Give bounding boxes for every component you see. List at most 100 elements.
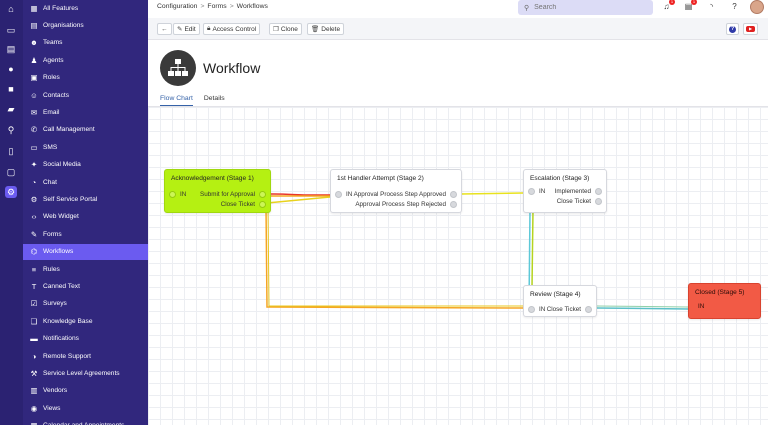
input-port[interactable] — [169, 191, 176, 198]
stage-title: Acknowledgement (Stage 1) — [171, 175, 254, 182]
stage-output[interactable]: Approval Process Step Approved — [354, 190, 457, 199]
document-icon[interactable]: ▯ — [8, 145, 14, 156]
workflow-stage-node[interactable]: Acknowledgement (Stage 1) IN Submit for Ap… — [164, 169, 271, 213]
input-port[interactable] — [528, 188, 535, 195]
edit-button[interactable]: ✎Edit — [173, 23, 200, 35]
output-port[interactable] — [595, 198, 602, 205]
sidebar-item-organisations[interactable]: ▤Organisations — [23, 17, 148, 33]
monitor-icon[interactable]: ▭ — [6, 24, 16, 35]
breadcrumb-item[interactable]: Forms — [207, 3, 227, 10]
stage-output[interactable]: Approval Process Step Rejected — [355, 200, 457, 209]
settings-icon[interactable]: ⚙ — [5, 186, 17, 198]
sidebar-item-notifications[interactable]: ▬Notifications — [23, 331, 148, 347]
stage-output[interactable]: Close Ticket — [557, 197, 602, 206]
stage-title: 1st Handler Attempt (Stage 2) — [337, 175, 424, 182]
sidebar-item-teams[interactable]: ☻Teams — [23, 35, 148, 51]
user-icon[interactable]: ● — [8, 64, 14, 74]
access-control-button[interactable]: 🔒︎Access Control — [203, 23, 261, 35]
output-port[interactable] — [450, 191, 457, 198]
delete-button[interactable]: 🗑︎Delete — [307, 23, 345, 35]
clone-button[interactable]: ❐Clone — [269, 23, 302, 35]
youtube-button[interactable]: ▶ — [743, 23, 758, 35]
delete-label: Delete — [321, 25, 341, 33]
sidebar-item-email[interactable]: ✉Email — [23, 104, 148, 120]
sidebar-item-social-media[interactable]: ✦Social Media — [23, 157, 148, 173]
stage-input[interactable]: IN — [169, 190, 186, 199]
bell-icon[interactable]: ♫1 — [663, 0, 675, 11]
output-port[interactable] — [259, 191, 266, 198]
clipboard-icon[interactable]: ▤1 — [684, 0, 697, 11]
input-port[interactable] — [528, 306, 535, 313]
sidebar-item-label: Surveys — [43, 300, 67, 308]
output-port[interactable] — [595, 188, 602, 195]
sidebar-item-label: Notifications — [43, 335, 79, 343]
help-button[interactable]: ? — [726, 23, 739, 35]
stage-input[interactable]: IN — [335, 190, 352, 199]
connection-line — [266, 196, 331, 204]
sidebar-item-surveys[interactable]: ☑Surveys — [23, 296, 148, 312]
output-port[interactable] — [585, 306, 592, 313]
sidebar-item-agents[interactable]: ♟Agents — [23, 52, 148, 68]
output-port[interactable] — [450, 201, 457, 208]
sidebar-item-rules[interactable]: ≡Rules — [23, 261, 148, 277]
sidebar-item-chat[interactable]: ◔Chat — [23, 174, 148, 190]
connection-line — [265, 206, 524, 309]
stage-output[interactable]: Close Ticket — [547, 305, 592, 314]
search-icon[interactable]: ⚲ — [7, 124, 15, 135]
stage-output[interactable]: Implemented — [555, 187, 602, 196]
inbox-icon[interactable]: ▤ — [6, 43, 16, 54]
help-bulb-icon[interactable]: ? — [732, 2, 737, 11]
sidebar-item-views[interactable]: ◉Views — [23, 400, 148, 416]
sidebar-item-label: Self Service Portal — [43, 195, 98, 203]
stage-input[interactable]: IN — [528, 305, 545, 314]
search-input[interactable] — [534, 4, 635, 11]
input-port[interactable] — [335, 191, 342, 198]
folder-icon[interactable]: ▰ — [7, 103, 15, 114]
flow-chart-canvas[interactable]: Acknowledgement (Stage 1) IN Submit for Ap… — [148, 106, 768, 425]
task-badge: 1 — [691, 0, 697, 5]
sidebar-item-calendar-and-appointments[interactable]: ▦Calendar and Appointments — [23, 418, 148, 425]
sidebar-item-all-features[interactable]: ▦All Features — [23, 0, 148, 16]
input-label: IN — [539, 306, 546, 313]
sidebar-item-contacts[interactable]: ☺Contacts — [23, 87, 148, 103]
book-icon: ❑ — [30, 316, 38, 326]
workflow-stage-node[interactable]: Closed (Stage 5)IN — [688, 283, 761, 319]
screen-icon[interactable]: ▢ — [6, 166, 16, 177]
stage-title: Review (Stage 4) — [530, 291, 581, 298]
tab-details[interactable]: Details — [203, 95, 225, 102]
sidebar-item-knowledge-base[interactable]: ❑Knowledge Base — [23, 313, 148, 329]
sidebar-item-forms[interactable]: ✎Forms — [23, 226, 148, 242]
stage-output[interactable]: Close Ticket — [221, 200, 266, 209]
sidebar-item-workflows[interactable]: ⌬Workflows — [23, 243, 148, 260]
connection-line — [267, 193, 330, 196]
tab-flow-chart[interactable]: Flow Chart — [160, 95, 193, 106]
sla-icon: ⚒ — [30, 368, 38, 378]
sidebar-item-sms[interactable]: ▭SMS — [23, 139, 148, 155]
sidebar-item-remote-support[interactable]: ◑Remote Support — [23, 348, 148, 364]
sidebar-item-web-widget[interactable]: ‹›Web Widget — [23, 209, 148, 225]
workflow-icon: ⌬ — [30, 247, 38, 257]
sidebar-item-service-level-agreements[interactable]: ⚒Service Level Agreements — [23, 365, 148, 381]
rss-icon[interactable]: ◝ — [709, 2, 714, 11]
sidebar-item-self-service-portal[interactable]: ⚙Self Service Portal — [23, 191, 148, 207]
sidebar-item-call-management[interactable]: ✆Call Management — [23, 122, 148, 138]
search-box[interactable]: ⚲ — [518, 0, 653, 15]
connection-line — [460, 192, 524, 195]
output-port[interactable] — [259, 201, 266, 208]
avatar[interactable] — [750, 0, 764, 14]
box-icon[interactable]: ■ — [8, 84, 14, 94]
stage-input[interactable]: IN — [528, 187, 545, 196]
breadcrumb-item[interactable]: Configuration — [157, 3, 198, 10]
tab-bar: Flow Chart Details — [160, 95, 225, 106]
output-label: Close Ticket — [546, 306, 581, 313]
back-button[interactable]: ← — [157, 23, 172, 35]
stage-input[interactable]: IN — [698, 302, 704, 311]
home-icon[interactable]: ⌂ — [8, 4, 14, 14]
sidebar-item-roles[interactable]: ▣Roles — [23, 70, 148, 86]
stage-output[interactable]: Submit for Approval — [200, 190, 266, 199]
sidebar-item-vendors[interactable]: ▥Vendors — [23, 383, 148, 399]
